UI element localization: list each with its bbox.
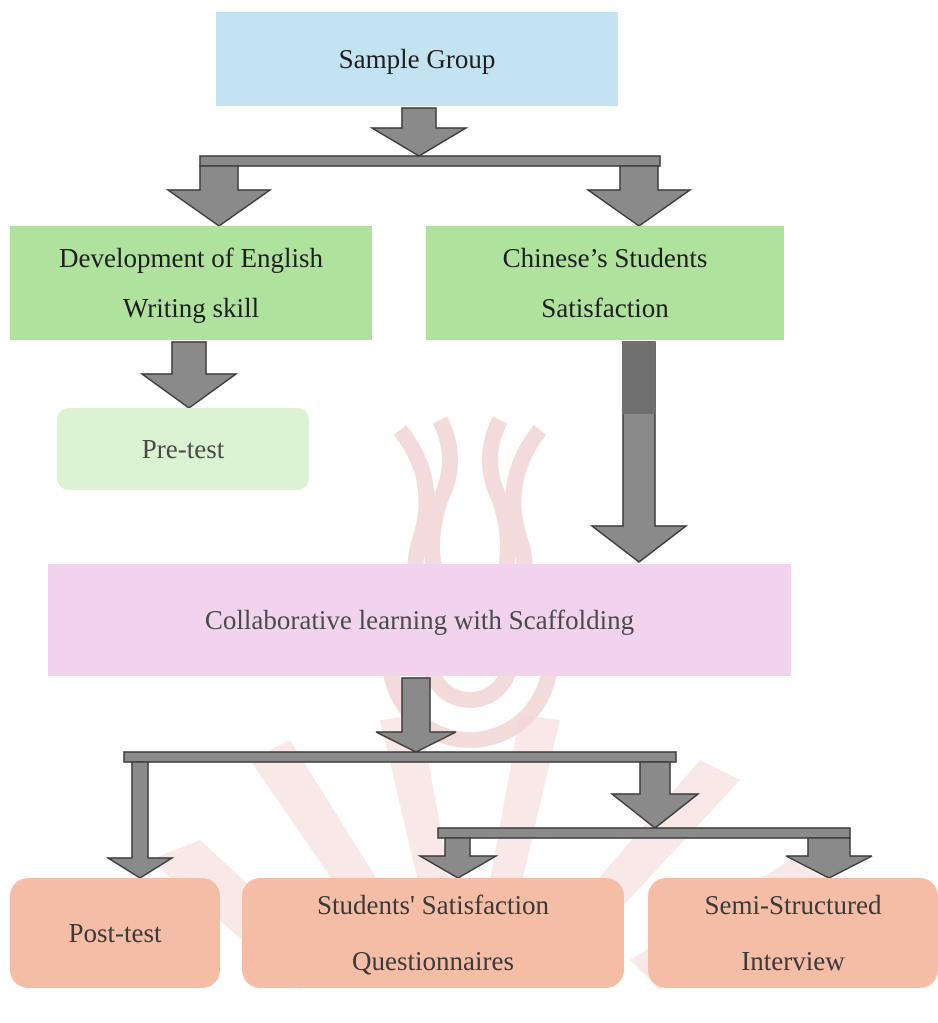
interview-line-2: Interview [741,946,845,976]
down-arrow-icon [165,165,273,227]
sample-group-box: Sample Group [216,12,618,106]
posttest-box: Post-test [10,878,220,988]
development-writing-line-2: Writing skill [122,293,260,323]
down-arrow-icon [609,761,701,829]
down-arrow-icon [375,677,457,753]
questionnaires-line-2: Questionnaires [352,946,514,976]
collaborative-learning-label: Collaborative learning with Scaffolding [204,605,635,635]
split-bar-bottom [437,827,851,839]
split-bar-top [199,155,661,167]
pretest-label: Pre-test [141,434,225,464]
sample-group-label: Sample Group [338,44,496,74]
collaborative-learning-box: Collaborative learning with Scaffolding [48,564,791,676]
down-arrow-icon [369,107,469,157]
split-bar-middle [123,751,677,763]
students-satisfaction-line-1: Chinese’s Students [502,243,708,273]
down-arrow-icon [105,761,175,879]
down-arrow-icon [785,837,873,879]
development-writing-box: Development of English Writing skill [10,226,372,340]
questionnaires-box: Students' Satisfaction Questionnaires [242,878,624,988]
pretest-box: Pre-test [57,408,309,490]
interview-box: Semi-Structured Interview [648,878,938,988]
interview-line-1: Semi-Structured [704,890,882,920]
students-satisfaction-line-2: Satisfaction [541,293,669,323]
students-satisfaction-box: Chinese’s Students Satisfaction [426,226,784,340]
down-arrow-icon [585,165,693,227]
down-arrow-icon [417,837,499,879]
posttest-label: Post-test [68,918,162,948]
development-writing-line-1: Development of English [59,243,323,273]
questionnaires-line-1: Students' Satisfaction [316,890,550,920]
down-arrow-icon [139,341,239,409]
